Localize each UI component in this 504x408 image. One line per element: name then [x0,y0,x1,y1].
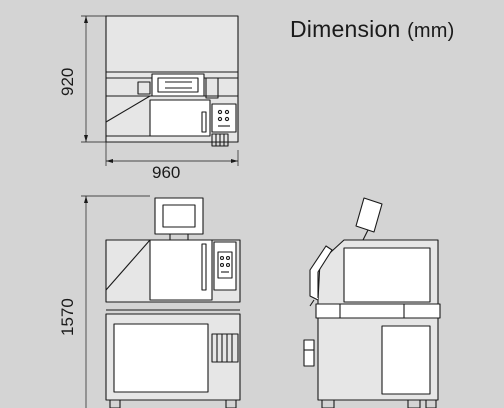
front-view [81,195,241,408]
title-text: Dimension [290,16,401,42]
top-width-label: 960 [152,163,181,182]
page-title: Dimension (mm) [290,16,455,43]
front-height-dimension [81,195,150,408]
top-width-dimension [105,142,239,166]
title-unit: (mm) [407,20,455,42]
top-view [81,15,239,166]
side-view [303,197,441,408]
top-height-dimension [81,15,106,143]
